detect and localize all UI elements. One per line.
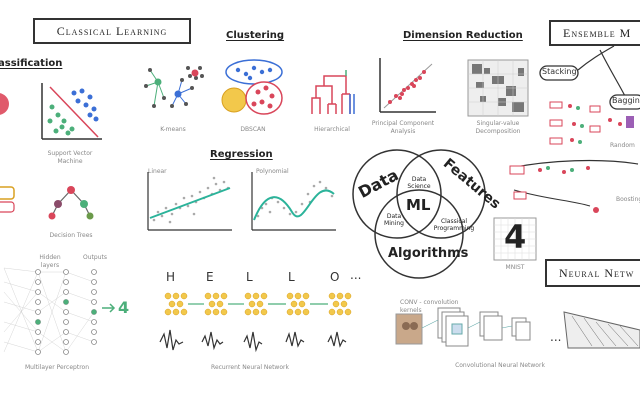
classification-heading: assification: [0, 58, 63, 69]
pca-caption: Principal Component Analysis: [371, 120, 435, 135]
mlp-output-digit: 4: [118, 298, 130, 317]
dimension-reduction-heading: Dimension Reduction: [403, 30, 523, 41]
linear-caption: Linear: [148, 168, 167, 175]
polynomial-regression-plot: [251, 172, 336, 231]
mlp-network: [3, 267, 116, 355]
clustering-heading: Clustering: [226, 30, 285, 41]
random-caption: Random: [610, 142, 635, 149]
svm-caption: Support Vector Machine: [47, 150, 93, 165]
decision-trees-icon: [48, 186, 94, 220]
boosting-caption: Boosting: [616, 196, 640, 203]
classification-blob: [0, 93, 9, 115]
kmeans-plot: [144, 66, 204, 108]
cnn-more: ...: [550, 330, 562, 344]
venn-ml-label: ML: [406, 196, 431, 214]
venn-diagram: [352, 149, 486, 279]
venn-data-science-label: Data Science: [407, 176, 431, 190]
polynomial-caption: Polynomial: [256, 168, 289, 175]
classical-learning-title: Classical Learning: [33, 18, 191, 44]
ensemble-diagram: [509, 45, 640, 213]
mnist-grid: [493, 217, 537, 261]
rnn-letter-3: L: [246, 270, 253, 284]
stacking-label: Stacking: [542, 67, 577, 76]
neural-networks-title: Neural Netw: [545, 259, 640, 287]
rnn-letter-4: L: [288, 270, 295, 284]
rnn-network: [159, 292, 352, 353]
pca-plot: [379, 58, 436, 113]
trees-caption: Decision Trees: [49, 232, 93, 239]
dbscan-caption: DBSCAN: [240, 126, 266, 133]
mlp-caption: Multilayer Perceptron: [24, 364, 90, 371]
rnn-caption: Recurrent Neural Network: [211, 364, 289, 371]
dbscan-plot: [221, 59, 283, 115]
rnn-letter-2: E: [206, 270, 214, 284]
linear-regression-plot: [147, 172, 232, 231]
kmeans-caption: K-means: [160, 126, 186, 133]
cnn-network: [395, 307, 640, 349]
svd-caption: Singular-value Decomposition: [475, 120, 521, 135]
cnn-caption: Convolutional Neural Network: [455, 362, 545, 369]
outputs-caption: Outputs: [83, 254, 107, 261]
mnist-digit: 4: [504, 218, 527, 256]
hierarchical-caption: Hierarchical: [314, 126, 350, 133]
rnn-more: ...: [350, 268, 362, 282]
venn-classical-programming-label: Classical Programming: [433, 218, 475, 232]
hierarchical-dendrogram: [311, 70, 355, 114]
cnn-top-caption: CONV - convolution kernels: [400, 299, 459, 314]
rnn-letter-5: O: [330, 270, 340, 284]
mnist-caption: MNIST: [505, 264, 525, 271]
rnn-letter-1: H: [166, 270, 176, 284]
regression-heading: Regression: [210, 149, 273, 160]
classification-logic-box: [0, 186, 15, 213]
venn-algorithms-label: Algorithms: [388, 246, 469, 261]
svd-matrix: [467, 59, 529, 117]
ensemble-methods-title: Ensemble M: [549, 20, 640, 46]
svm-plot: [41, 83, 102, 140]
hidden-layers-caption: Hidden layers: [39, 254, 61, 269]
venn-data-mining-label: Data Mining: [384, 213, 404, 227]
bagging-label: Baggin: [612, 96, 640, 105]
